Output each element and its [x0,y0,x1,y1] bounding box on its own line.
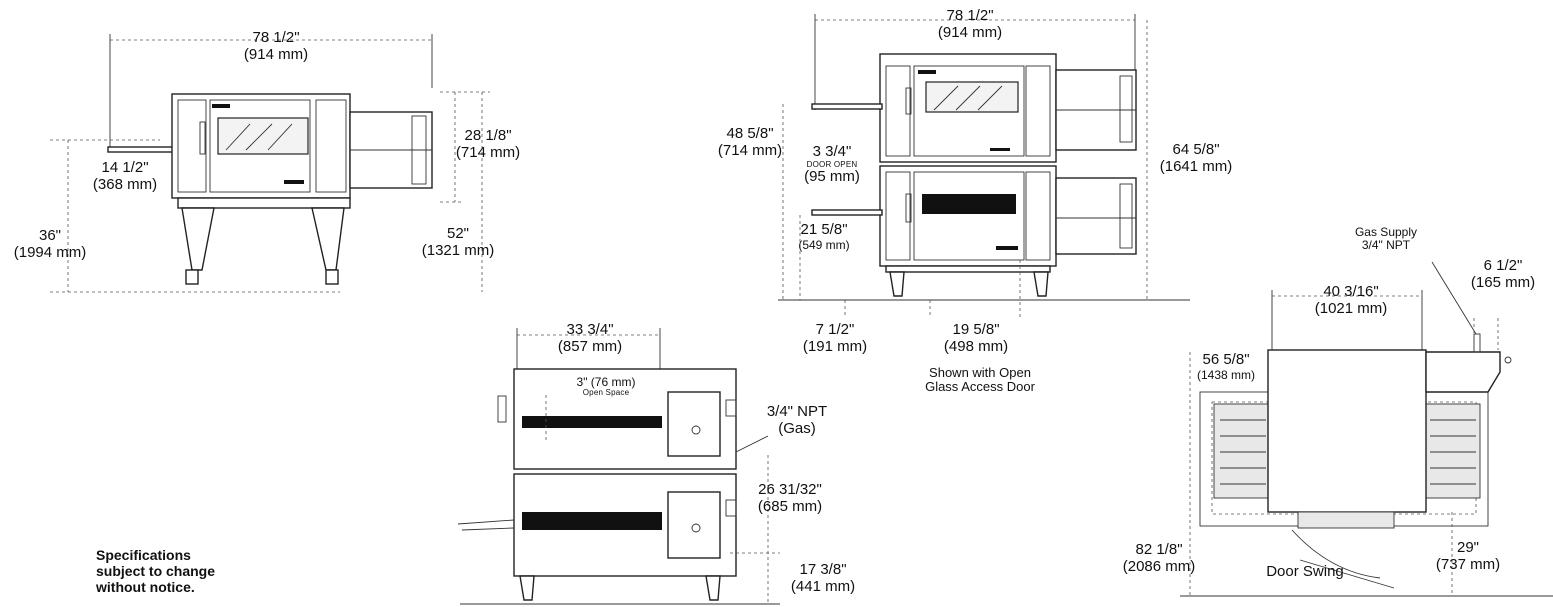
dimension-inches: 26 31/32" [758,481,822,498]
dimension-inches: 33 3/4" [566,321,614,338]
callout-line: 3/4" NPT [1361,238,1411,253]
side-base-label: 17 3/8" (441 mm) [778,561,868,595]
footnote-line: subject to change [96,563,216,580]
dimension-inches: 28 1/8" [464,127,512,144]
dimension-inches: 36" [38,227,61,244]
side-view [457,328,780,605]
front-double-leg-label: 7 1/2" (191 mm) [790,321,880,355]
dimension-inches: 19 5/8" [952,321,1000,338]
gas-supply-label: Gas Supply 3/4" NPT [1336,225,1436,253]
dimension-inches: 7 1/2" [815,321,855,338]
dimension-mm: (1321 mm) [421,241,495,259]
dimension-inches: 40 3/16" [1323,283,1379,300]
front-double-belt-label: 21 5/8" (549 mm) [784,221,864,252]
top-overall-label: 82 1/8" (2086 mm) [1104,541,1214,575]
gas-npt-label: 3/4" NPT (Gas) [752,403,842,437]
front-double-door-label: 3 3/4" DOOR OPEN (95 mm) [792,143,872,186]
dimension-mm: (368 mm) [92,175,158,193]
front-view-double-stack [778,14,1190,318]
dimension-mm: (737 mm) [1435,555,1501,573]
dimension-mm: (95 mm) [804,168,860,186]
dimension-mm: (1994 mm) [13,243,87,261]
dimension-mm: (498 mm) [943,337,1009,355]
dimension-mm: (549 mm) [798,237,850,252]
front-single-cavity-label: 28 1/8" (714 mm) [443,127,533,161]
side-depth-label: 33 3/4" (857 mm) [540,321,640,355]
dimension-mm: (441 mm) [790,577,856,595]
front-double-total-label: 64 5/8" (1641 mm) [1146,141,1246,175]
front-double-width-label: 78 1/2" (914 mm) [920,7,1020,41]
dimension-inches: 48 5/8" [726,125,774,142]
front-double-center-label: 19 5/8" (498 mm) [926,321,1026,355]
dimension-mm: (714 mm) [717,141,783,159]
dimension-mm: (1641 mm) [1159,157,1233,175]
note-line: Shown with Open [929,365,1031,380]
footnote-line: without notice. [96,579,195,596]
front-single-width-label: 78 1/2" (914 mm) [226,29,326,63]
dimension-inches: 3 3/4" [812,143,852,160]
dimension-inches: 29" [1456,539,1479,556]
dimension-inches: 17 3/8" [799,561,847,578]
front-double-upper-label: 48 5/8" (714 mm) [700,125,800,159]
dimension-inches: 21 5/8" [800,221,848,238]
door-swing-label: Door Swing [1250,563,1360,581]
dimension-caption: Open Space [582,388,630,398]
callout-line: Gas Supply [1354,225,1418,239]
dimension-inches: 78 1/2" [252,29,300,46]
front-view-single-oven [50,34,490,293]
dimension-caption: (Gas) [778,419,816,437]
front-single-height-label: 36" (1994 mm) [0,227,100,261]
top-width-label: 40 3/16" (1021 mm) [1296,283,1406,317]
dimension-mm: (914 mm) [937,23,1003,41]
dimension-mm: (685 mm) [757,497,823,515]
dimension-mm: (2086 mm) [1122,557,1196,575]
dimension-mm: (714 mm) [455,143,521,161]
callout-line: Door Swing [1266,563,1344,580]
dimension-inches: 56 5/8" [1202,351,1250,368]
top-depth-label: 56 5/8" (1438 mm) [1184,351,1268,382]
dimension-mm: (1438 mm) [1196,367,1255,382]
dimension-inches: 52" [446,225,469,242]
dimension-mm: (857 mm) [557,337,623,355]
dimension-inches: 6 1/2" [1483,257,1523,274]
dimension-mm: (165 mm) [1470,273,1536,291]
top-offset-label: 6 1/2" (165 mm) [1458,257,1548,291]
front-single-total-label: 52" (1321 mm) [408,225,508,259]
side-open-space-label: 3" (76 mm) Open Space [556,375,656,398]
dimension-inches: 3" (76 mm) [576,375,636,389]
specifications-footnote: Specifications subject to change without… [96,547,215,595]
dimension-inches: 82 1/8" [1135,541,1183,558]
side-stack-label: 26 31/32" (685 mm) [740,481,840,515]
dimension-mm: (191 mm) [802,337,868,355]
front-single-belt-label: 14 1/2" (368 mm) [80,159,170,193]
dimension-mm: (914 mm) [243,45,309,63]
dimension-inches: 14 1/2" [101,159,149,176]
open-door-note: Shown with Open Glass Access Door [900,365,1060,395]
dimension-mm: (1021 mm) [1314,299,1388,317]
dimension-inches: 3/4" NPT [766,403,828,420]
note-line: Glass Access Door [925,379,1035,395]
top-view [1180,261,1553,597]
dimension-caption: DOOR OPEN [806,159,858,169]
footnote-line: Specifications [96,547,191,563]
dimension-inches: 64 5/8" [1172,141,1220,158]
dimension-inches: 78 1/2" [946,7,994,24]
top-clearance-label: 29" (737 mm) [1418,539,1518,573]
